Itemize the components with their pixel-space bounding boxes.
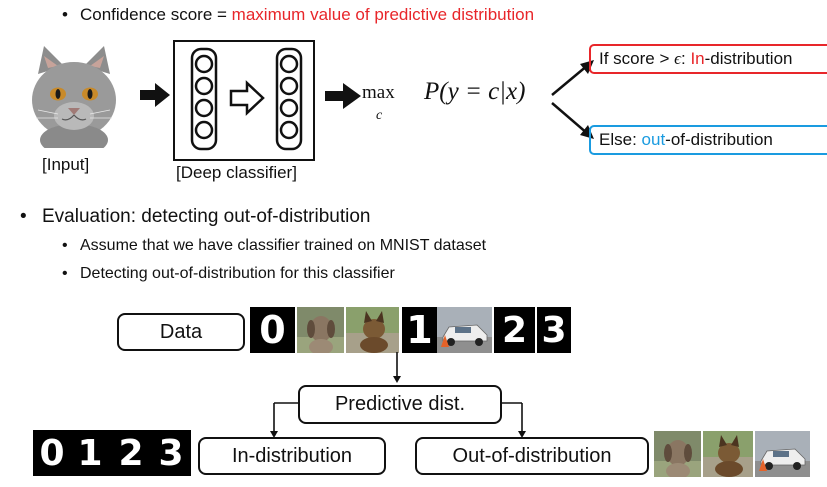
- data-box: Data: [117, 313, 245, 351]
- evaluation-sub-bullet-1: •Assume that we have classifier trained …: [62, 237, 487, 254]
- in-distribution-box: If score > ϵ: In-distribution: [589, 44, 827, 74]
- classifier-label: [Deep classifier]: [176, 163, 297, 182]
- formula-expression: P(y = c|x): [424, 78, 526, 105]
- cat-input-image: [18, 44, 130, 156]
- ood-car-image: [755, 431, 810, 477]
- formula-max: max: [362, 82, 395, 103]
- mnist-digit-0: 0: [250, 307, 295, 353]
- deep-classifier-block: [173, 40, 315, 161]
- confidence-score-bullet: •Confidence score = maximum value of pre…: [62, 5, 535, 24]
- ood-dog-image-1: [654, 431, 701, 477]
- out-distribution-output: Out-of-distribution: [415, 437, 649, 475]
- input-label: [Input]: [42, 155, 90, 174]
- out-distribution-box: Else: out-of-distribution: [589, 125, 827, 155]
- dog-image-1: [297, 307, 344, 353]
- arrow-right-icon-2: [325, 83, 361, 114]
- arrow-right-icon: [140, 83, 170, 112]
- confidence-score-text: Confidence score =: [80, 5, 232, 24]
- car-image: [437, 307, 492, 353]
- evaluation-bullet: •Evaluation: detecting out-of-distributi…: [20, 206, 371, 227]
- flow-connectors: [270, 352, 526, 438]
- in-distribution-digits: 0 1 2 3: [33, 430, 191, 476]
- evaluation-sub-bullet-2: •Detecting out-of-distribution for this …: [62, 265, 395, 282]
- dog-image-2: [346, 307, 399, 353]
- confidence-score-highlight: maximum value of predictive distribution: [231, 5, 535, 24]
- mnist-digit-2: 2: [494, 307, 535, 353]
- in-distribution-output: In-distribution: [198, 437, 386, 475]
- mnist-digit-3: 3: [537, 307, 571, 353]
- formula-sub: c: [376, 108, 383, 123]
- ood-dog-image-2: [703, 431, 753, 477]
- mnist-digit-1: 1: [402, 307, 437, 353]
- predictive-dist-box: Predictive dist.: [298, 385, 502, 424]
- max-formula: max c P(y = c|x): [362, 78, 558, 126]
